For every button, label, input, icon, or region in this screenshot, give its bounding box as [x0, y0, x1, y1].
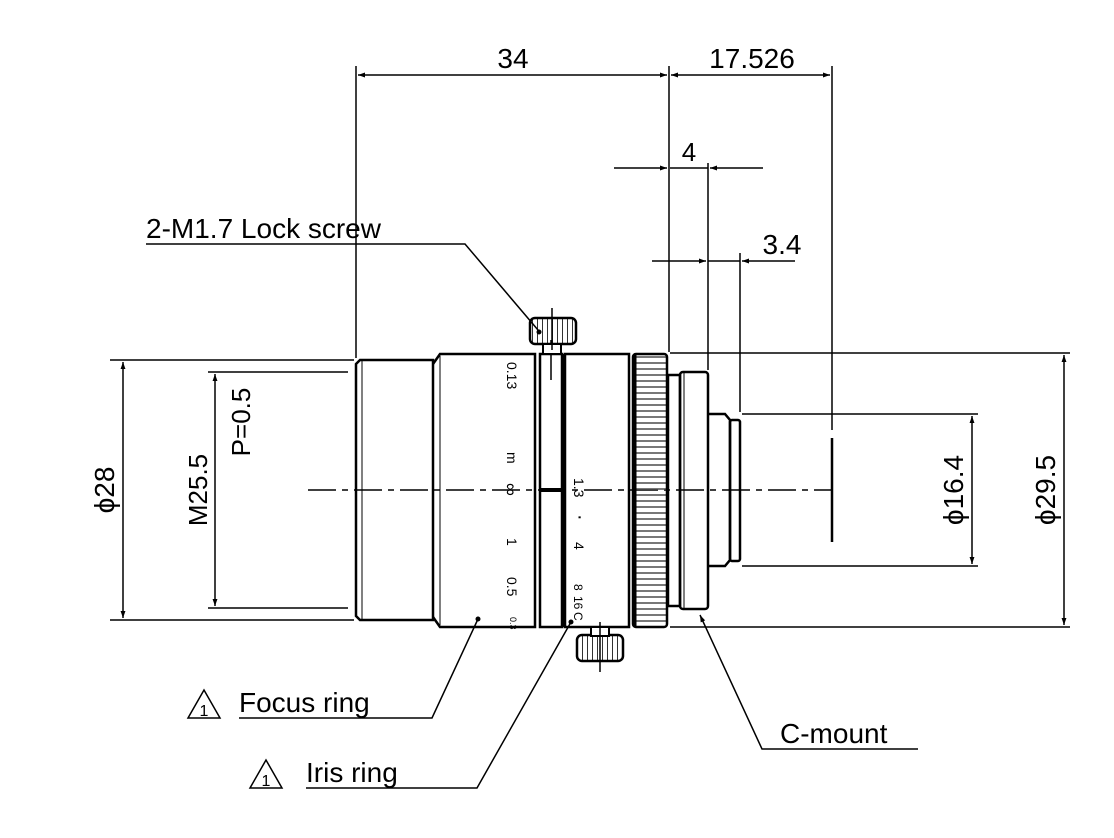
iris-scale-16: 16: [571, 596, 585, 610]
focus-ring-label: Focus ring: [239, 687, 370, 718]
callout-focus-ring: 1 Focus ring: [186, 616, 481, 720]
iris-scale-dot: ·: [569, 514, 591, 521]
extension-lines: [110, 66, 1070, 628]
focus-scale-unit: m: [504, 452, 520, 464]
focus-scale-1: 1: [504, 538, 520, 546]
revision-mark-iris: 1: [262, 773, 271, 790]
dim-3-4-label: 3.4: [763, 229, 802, 260]
focus-scale-0-13: 0.13: [504, 362, 520, 389]
dimension-flange-back: 17.526: [671, 43, 830, 78]
dimension-max-diameter: ϕ29.5: [1030, 355, 1067, 625]
revision-triangle-icon: [248, 758, 284, 789]
dimension-filter-thread: M25.5 P=0.5: [183, 374, 256, 606]
dim-34-label: 34: [497, 43, 528, 74]
dim-phi16-4-label: ϕ16.4: [938, 455, 969, 525]
focus-scale-0-5: 0.5: [504, 577, 520, 597]
lock-screw-label: 2-M1.7 Lock screw: [146, 213, 382, 244]
lock-screw-top: [528, 308, 578, 355]
front-barrel: [354, 358, 435, 622]
callout-iris-ring: 1 Iris ring: [248, 619, 574, 790]
focus-scale-0-3: 0.3: [508, 617, 518, 630]
callout-c-mount: C-mount: [699, 614, 918, 750]
iris-ring-label: Iris ring: [306, 757, 398, 788]
iris-scale-4: 4: [571, 542, 587, 550]
dim-p0-5-label: P=0.5: [226, 388, 256, 457]
dim-phi29-5-label: ϕ29.5: [1030, 455, 1061, 525]
dimension-overall-length: 34: [358, 43, 667, 78]
iris-scale-1-3: 1.3: [571, 478, 587, 498]
revision-mark-focus: 1: [200, 703, 209, 720]
c-mount-label: C-mount: [780, 718, 888, 749]
knurled-ring: [631, 352, 669, 629]
dimension-mount-step: 3.4: [652, 229, 802, 264]
focus-scale-infinity: ∞: [501, 483, 521, 496]
iris-scale: 1.3 · 4 8 16 C: [569, 478, 591, 621]
focus-scale: 0.13 m ∞ 1 0.5 0.3: [501, 362, 521, 630]
revision-triangle-icon: [186, 688, 222, 719]
dimension-mount-length: 4: [614, 137, 763, 171]
callout-lock-screw: 2-M1.7 Lock screw: [146, 213, 539, 331]
focus-ring-body: [431, 352, 537, 629]
dimension-rear-diameter: ϕ16.4: [938, 416, 975, 564]
iris-scale-c: C: [571, 612, 585, 621]
dim-m25-5-label: M25.5: [183, 454, 213, 526]
dimension-outer-diameter: ϕ28: [89, 362, 126, 618]
c-mount-flange: [678, 370, 710, 611]
lock-screw-bottom: [575, 622, 625, 672]
iris-scale-8: 8: [571, 584, 585, 591]
dim-phi28-label: ϕ28: [89, 467, 120, 514]
lens-body: [354, 340, 834, 629]
dim-17-526-label: 17.526: [709, 43, 795, 74]
dim-4-label: 4: [682, 137, 696, 167]
